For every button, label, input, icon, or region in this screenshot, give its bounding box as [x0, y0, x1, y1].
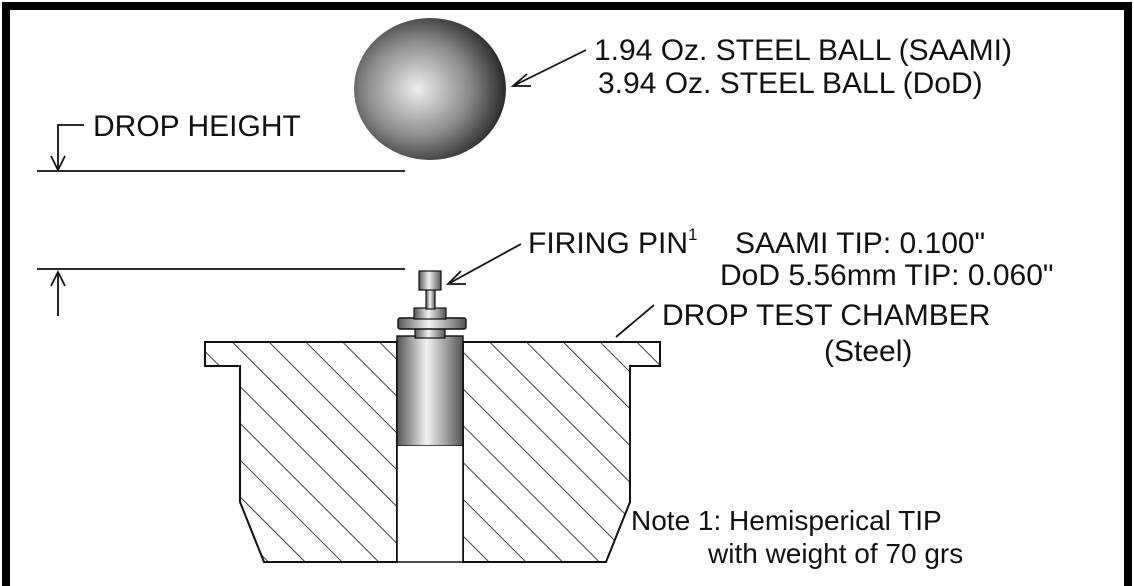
note-line-1: Note 1: Hemisperical TIP	[631, 505, 942, 536]
chamber-label: DROP TEST CHAMBER	[662, 299, 990, 332]
drop-height-label: DROP HEIGHT	[93, 110, 301, 143]
saami-tip-label: SAAMI TIP: 0.100"	[735, 227, 985, 260]
firing-pin-body	[396, 335, 464, 447]
ball-leader-arrow	[510, 49, 587, 87]
firing-pin-leader-arrow	[445, 243, 522, 285]
up-arrowhead	[50, 269, 66, 287]
firing-pin	[396, 270, 467, 563]
firing-pin-flange	[397, 317, 467, 330]
firing-pin-stem	[425, 288, 436, 310]
firing-pin-tip	[418, 270, 442, 291]
drop-height-leader	[57, 124, 84, 170]
firing-pin-label: FIRING PIN1	[528, 225, 697, 260]
chamber-leader-line	[615, 304, 655, 338]
steel-ball	[354, 18, 506, 160]
firing-pin-bore	[396, 446, 464, 563]
chamber-right-wall	[462, 341, 661, 563]
firing-pin-collar	[413, 307, 447, 320]
dod-tip-label: DoD 5.56mm TIP: 0.060"	[720, 259, 1054, 292]
ball-label-dod: 3.94 Oz. STEEL BALL (DoD)	[598, 67, 983, 100]
chamber-material-label: (Steel)	[824, 335, 912, 368]
note-line-2: with weight of 70 grs	[707, 538, 963, 569]
drop-height-dimension	[37, 124, 405, 316]
ball-label-saami: 1.94 Oz. STEEL BALL (SAAMI)	[594, 34, 1012, 67]
down-arrowhead	[50, 155, 66, 173]
